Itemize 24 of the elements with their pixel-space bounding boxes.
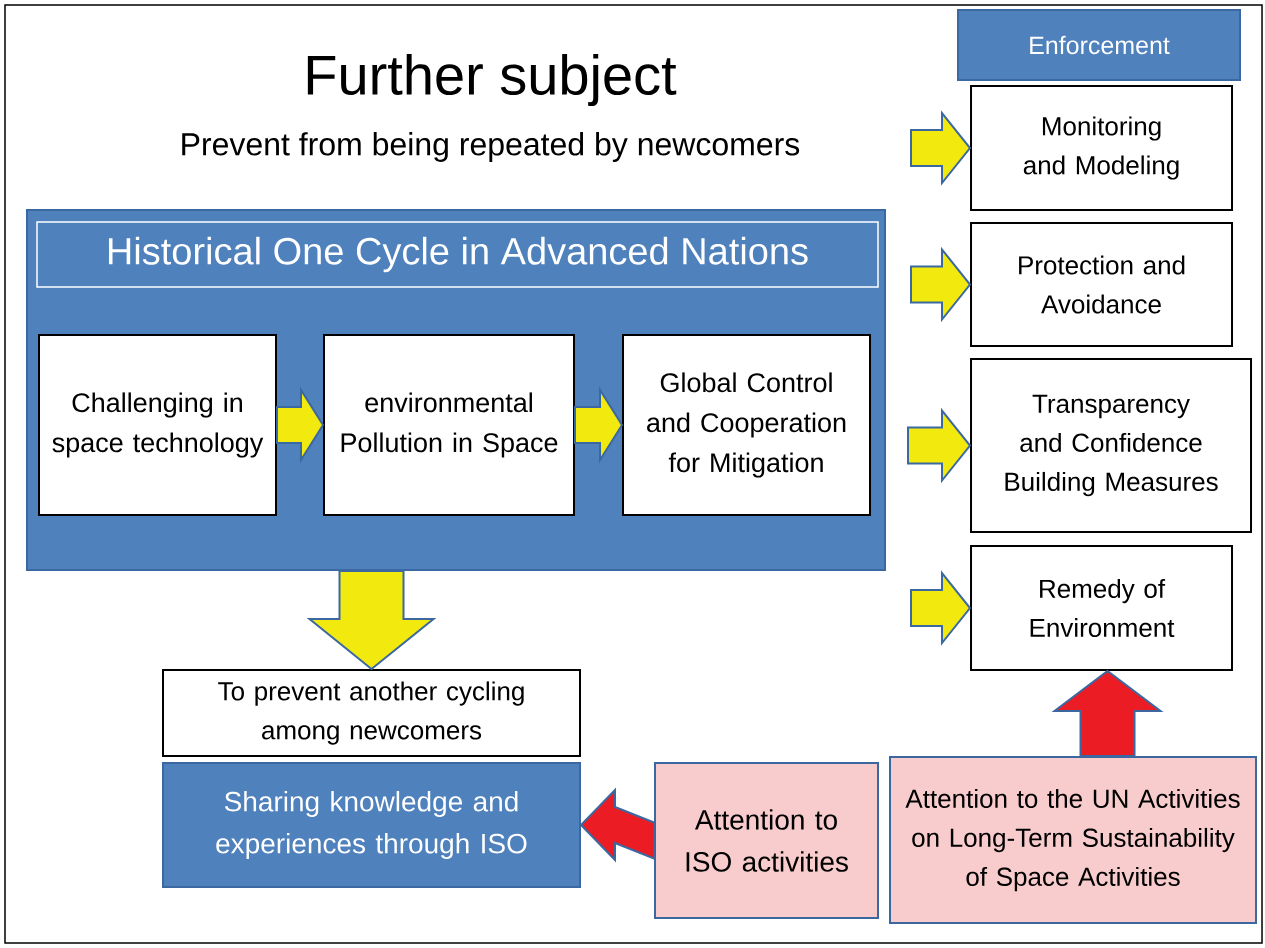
block-arrow <box>910 110 972 186</box>
block-arrow <box>306 570 437 671</box>
process-box: Challenging in space technology <box>38 334 277 516</box>
process-box: Attention to the UN Activities on Long-Term Sustainability of Space Activities <box>889 756 1257 924</box>
process-box: Attention to ISO activities <box>654 762 879 919</box>
process-box: Global Control and Cooperation for Mitigation <box>622 334 871 516</box>
block-arrow <box>579 787 655 863</box>
block-arrow <box>907 407 972 484</box>
block-arrow <box>574 386 624 464</box>
panel-heading: Historical One Cycle in Advanced Nations <box>36 221 879 288</box>
block-arrow <box>276 386 325 464</box>
process-box: environmental Pollution in Space <box>323 334 575 516</box>
subtitle: Prevent from being repeated by newcomers <box>182 132 800 162</box>
title-box: Enforcement <box>957 9 1241 81</box>
process-box: Monitoring and Modeling <box>970 85 1233 211</box>
title: Further subject <box>307 53 677 107</box>
process-box: To prevent another cycling among newcomers <box>162 669 581 757</box>
block-arrow <box>910 246 972 323</box>
process-box: Transparency and Confidence Building Measures <box>970 358 1252 533</box>
process-box: Remedy of Environment <box>970 545 1233 671</box>
block-arrow <box>910 570 972 646</box>
process-box: Protection and Avoidance <box>970 222 1233 347</box>
block-arrow <box>1051 669 1164 757</box>
process-box: Sharing knowledge and experiences through ISO <box>162 762 581 888</box>
